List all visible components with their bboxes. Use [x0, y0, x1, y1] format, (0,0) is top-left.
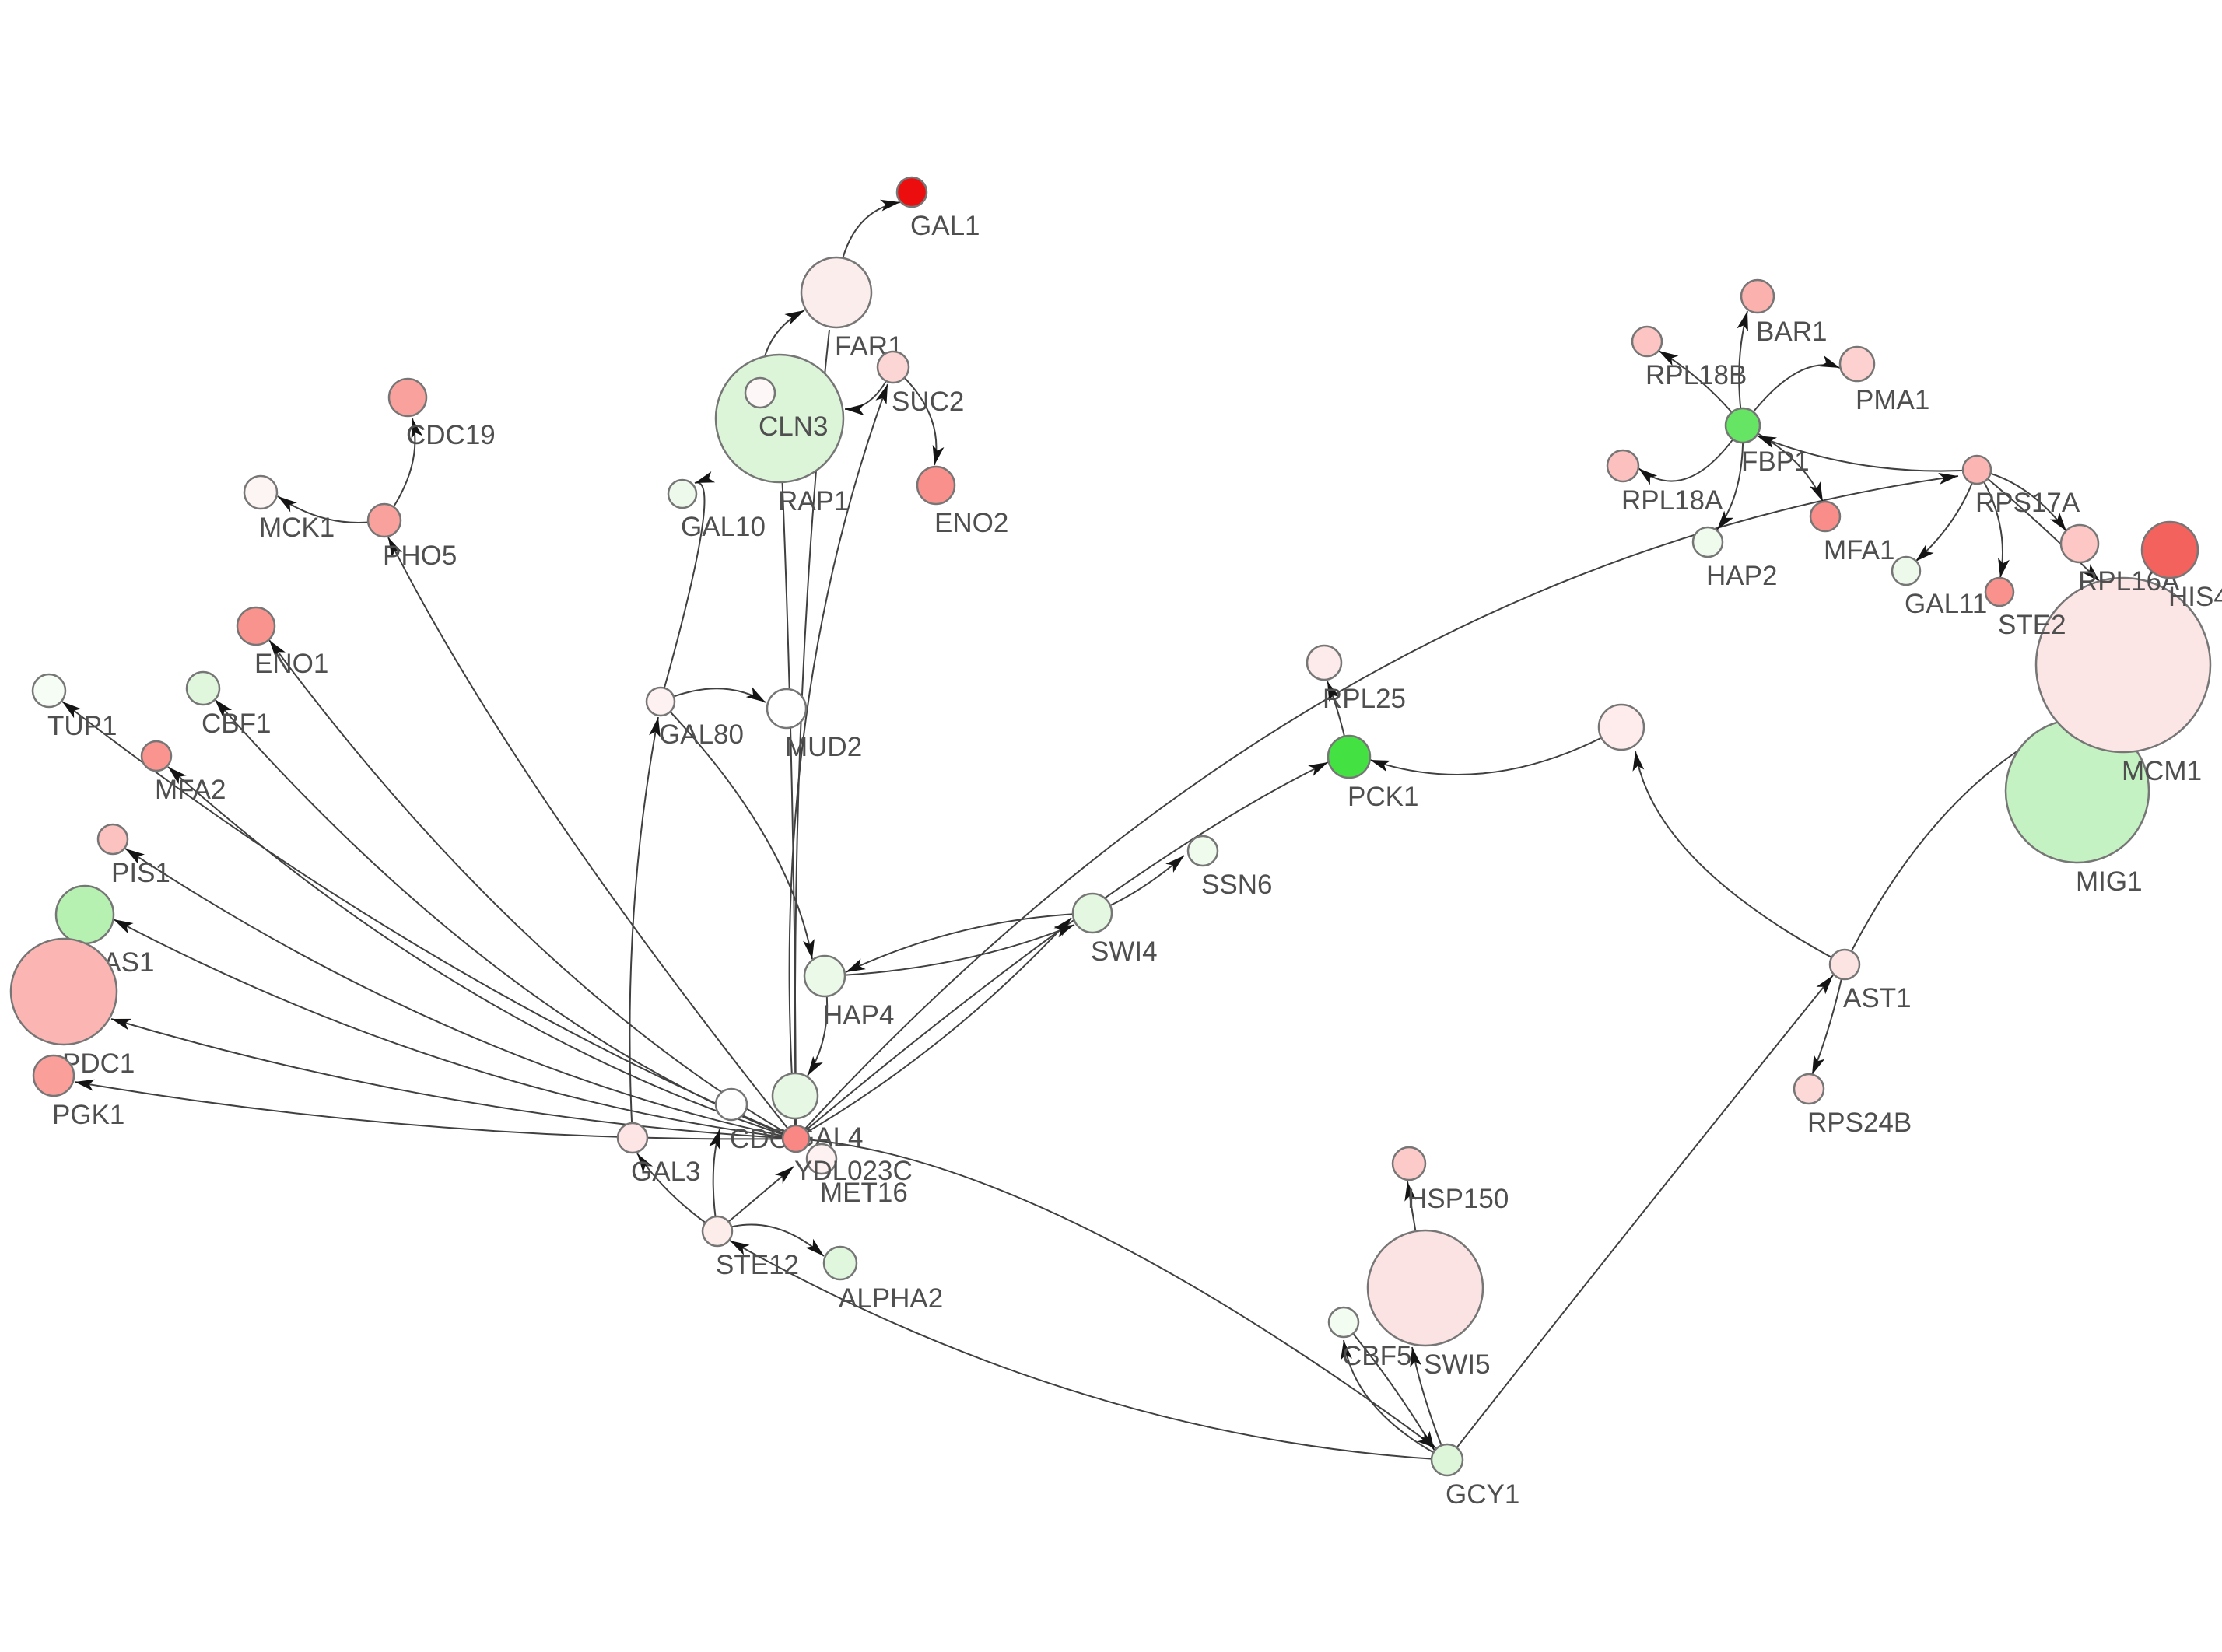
svg-text:SUC2: SUC2 — [892, 387, 964, 417]
svg-text:MCK1: MCK1 — [259, 513, 335, 543]
svg-text:ENO2: ENO2 — [934, 508, 1008, 538]
svg-text:HAP2: HAP2 — [1706, 561, 1777, 591]
svg-text:HIS4: HIS4 — [2168, 582, 2222, 612]
svg-text:GAL1: GAL1 — [910, 211, 980, 241]
svg-text:MCM1: MCM1 — [2122, 756, 2202, 786]
svg-text:RPL18A: RPL18A — [1621, 485, 1723, 516]
svg-text:HSP150: HSP150 — [1407, 1184, 1509, 1214]
svg-text:MFA2: MFA2 — [155, 775, 226, 805]
svg-text:GAL80: GAL80 — [659, 719, 744, 750]
svg-text:STE12: STE12 — [716, 1250, 799, 1280]
svg-text:BAR1: BAR1 — [1756, 317, 1827, 347]
svg-text:RPL18B: RPL18B — [1645, 360, 1747, 390]
svg-text:GAL10: GAL10 — [681, 512, 766, 542]
svg-text:CBF5: CBF5 — [1342, 1341, 1411, 1371]
svg-text:TUP1: TUP1 — [47, 711, 117, 741]
svg-text:HAP4: HAP4 — [823, 1000, 894, 1031]
svg-text:YDL023C: YDL023C — [794, 1156, 913, 1186]
svg-text:ALPHA2: ALPHA2 — [839, 1283, 943, 1314]
svg-text:CLN3: CLN3 — [759, 411, 828, 442]
svg-text:AST1: AST1 — [1843, 983, 1912, 1013]
svg-text:GAL3: GAL3 — [631, 1157, 701, 1187]
svg-text:MUD2: MUD2 — [785, 732, 862, 762]
svg-text:MIG1: MIG1 — [2076, 866, 2143, 897]
svg-text:RPS17A: RPS17A — [1975, 488, 2080, 518]
svg-text:STE2: STE2 — [1998, 610, 2066, 640]
svg-text:SSN6: SSN6 — [1201, 870, 1272, 900]
svg-text:SWI4: SWI4 — [1091, 936, 1158, 967]
svg-text:RPS24B: RPS24B — [1807, 1108, 1912, 1138]
svg-text:PMA1: PMA1 — [1856, 385, 1929, 415]
svg-text:ENO1: ENO1 — [254, 649, 328, 679]
svg-text:CDC19: CDC19 — [406, 420, 496, 450]
svg-text:CBF1: CBF1 — [202, 709, 271, 739]
svg-text:GCY1: GCY1 — [1446, 1479, 1519, 1510]
svg-text:PIS1: PIS1 — [111, 858, 170, 888]
svg-text:PGK1: PGK1 — [52, 1100, 124, 1130]
svg-text:MET16: MET16 — [820, 1178, 908, 1208]
svg-text:SWI5: SWI5 — [1424, 1349, 1491, 1380]
svg-text:RAP1: RAP1 — [778, 486, 849, 516]
svg-text:MFA1: MFA1 — [1824, 535, 1894, 565]
svg-text:GAL11: GAL11 — [1905, 589, 1987, 619]
svg-text:RPL25: RPL25 — [1323, 684, 1406, 714]
svg-text:PHO5: PHO5 — [383, 541, 457, 571]
svg-text:PCK1: PCK1 — [1348, 782, 1418, 812]
svg-text:FBP1: FBP1 — [1741, 446, 1810, 477]
